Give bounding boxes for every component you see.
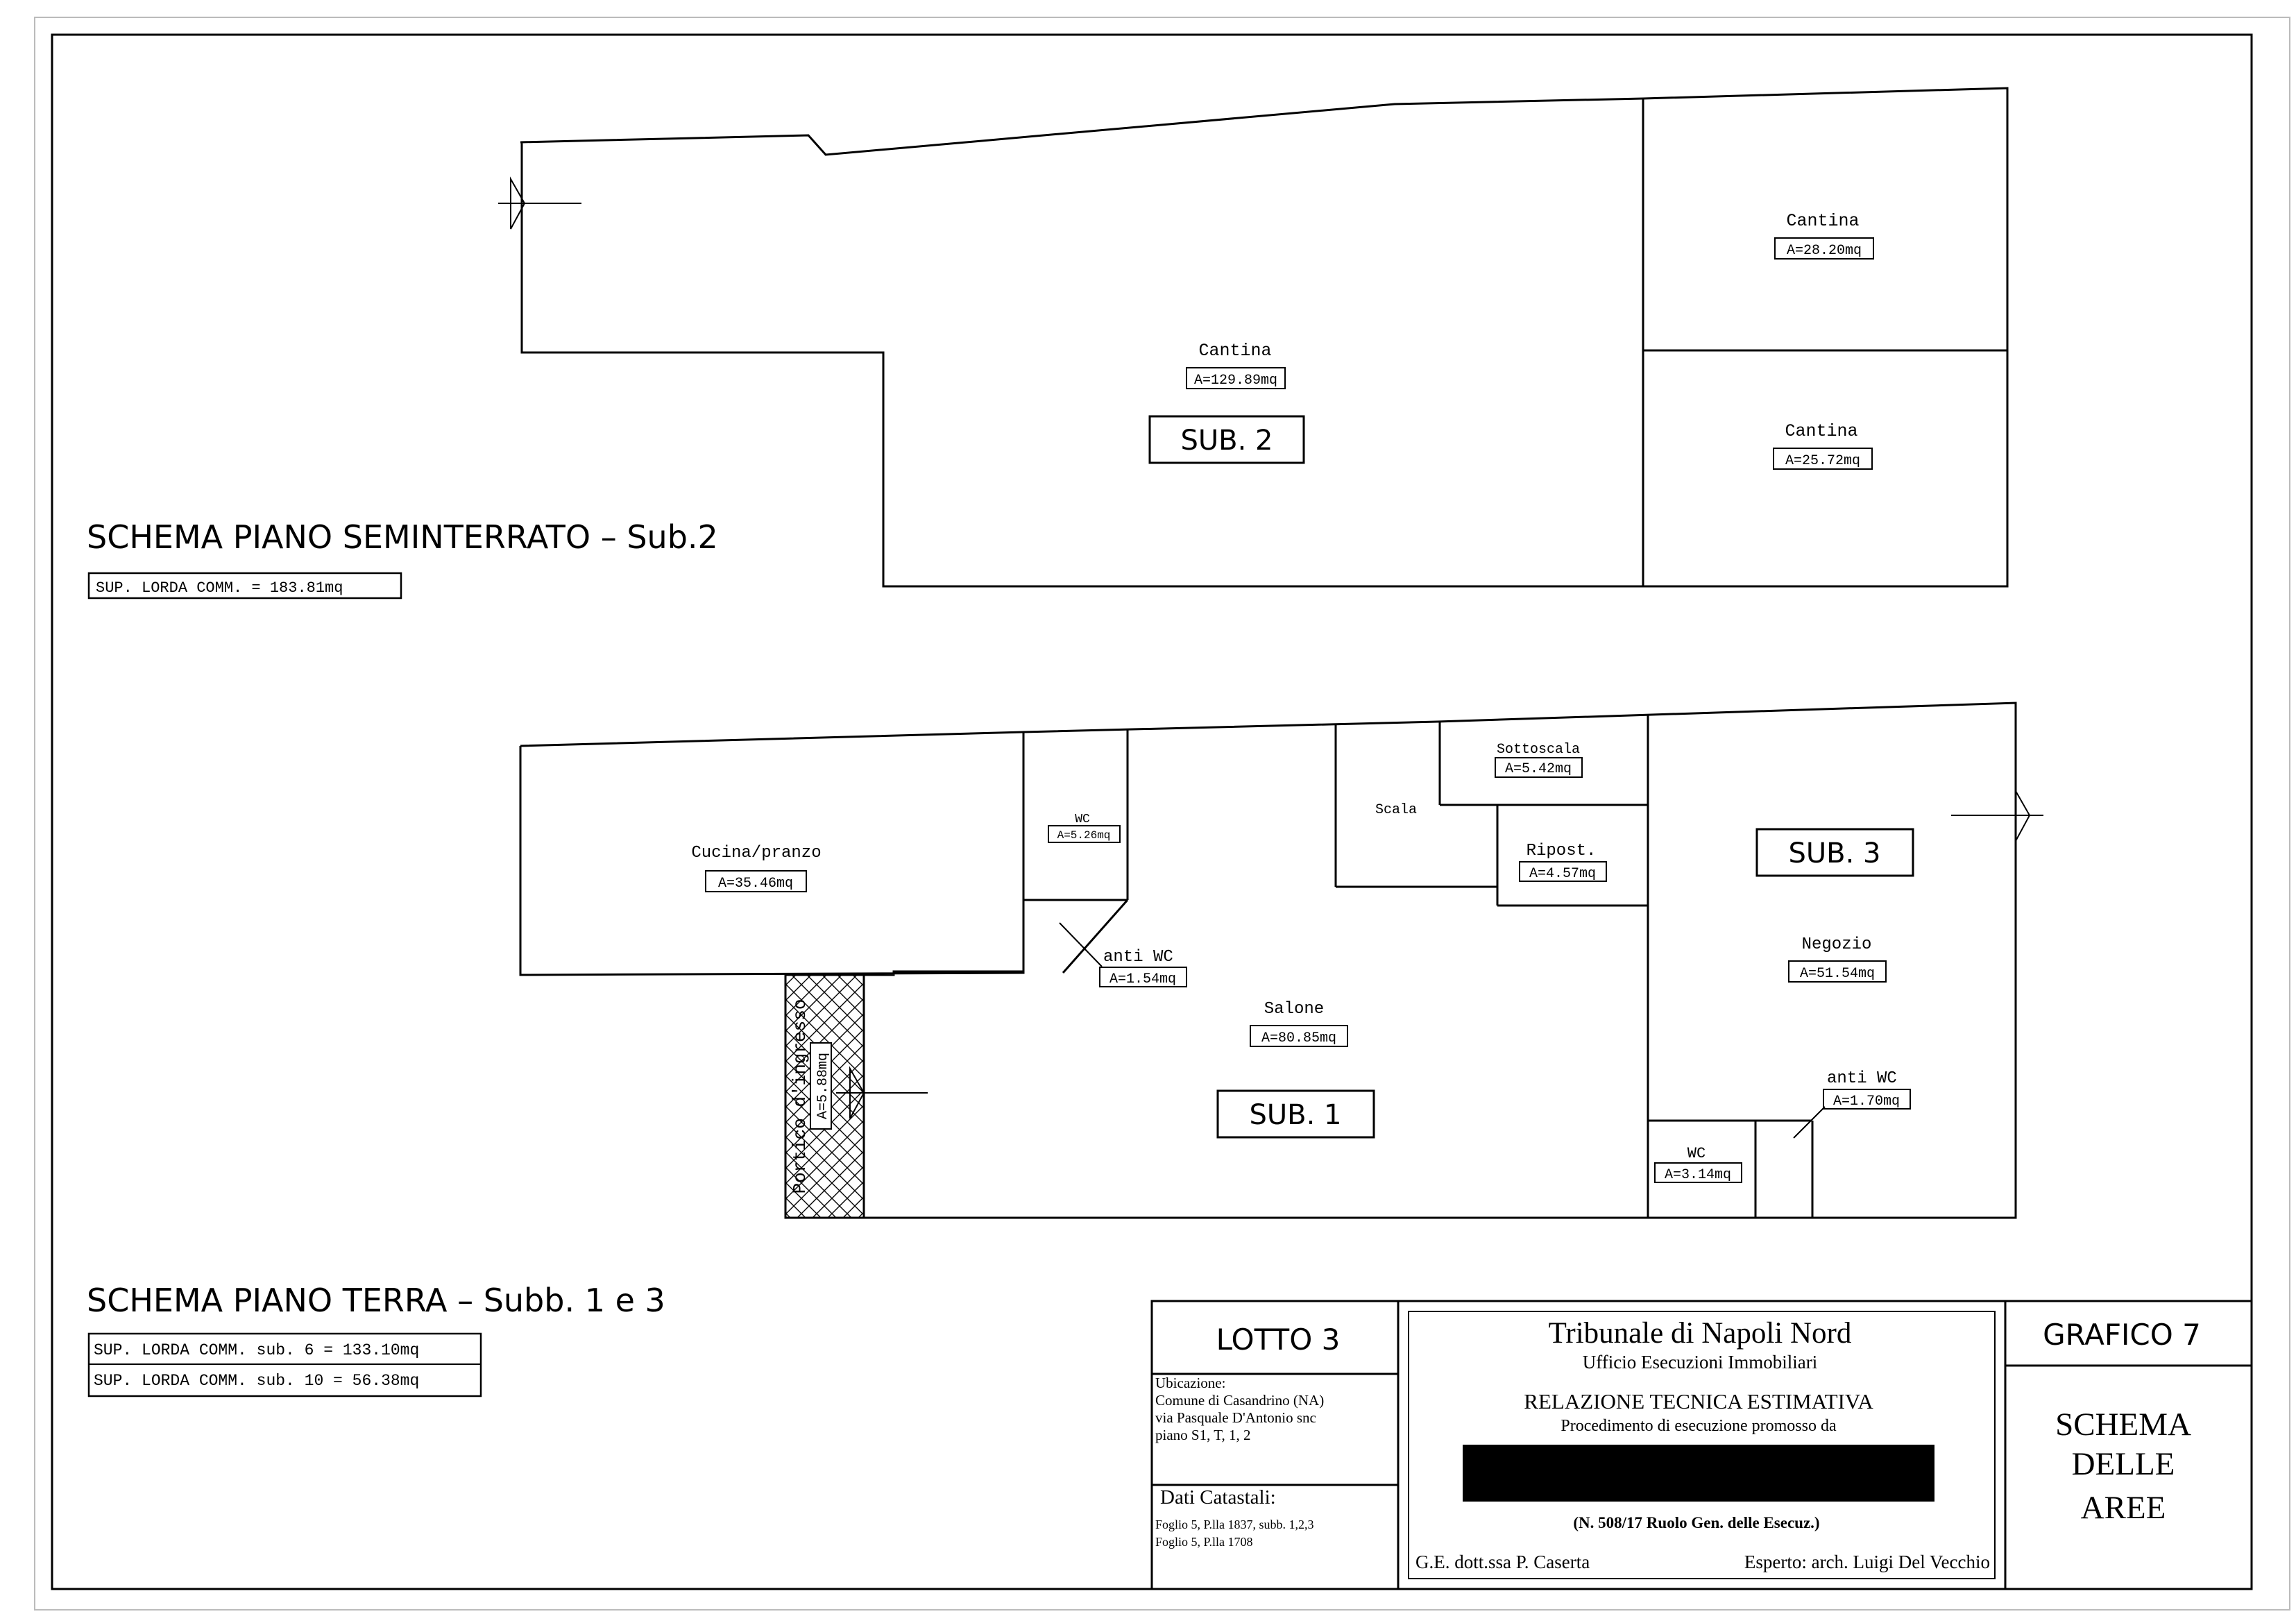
terra-sup-line-2: SUP. LORDA COMM. sub. 10 = 56.38mq — [94, 1372, 419, 1390]
sub3-label-box — [1755, 828, 1914, 877]
sub2-label-box — [1148, 415, 1305, 464]
terra-labels: Cucina/pranzo A=35.46mq WC A=5.26mq anti… — [87, 742, 1914, 1397]
semi-room-cantina2-area-box — [1774, 237, 1874, 260]
terra-room-scala-name: Scala — [1375, 802, 1417, 818]
terra-room-negozio-area-box — [1788, 960, 1887, 983]
plan-terra — [519, 702, 2043, 1219]
sub1-label-box — [1216, 1089, 1375, 1139]
esperto-text: Esperto: arch. Luigi Del Vecchio — [1744, 1552, 1990, 1572]
terra-room-wc1-area-box — [1048, 825, 1121, 843]
semi-arrow-icon — [510, 176, 526, 230]
tribunale-name: Tribunale di Napoli Nord — [1549, 1317, 1852, 1350]
terra-room-ripost-area-box — [1519, 861, 1607, 882]
terra-room-ripost-name: Ripost. — [1527, 842, 1597, 860]
ufficio-name: Ufficio Esecuzioni Immobiliari — [1583, 1352, 1817, 1373]
semi-sup-text: SUP. LORDA COMM. = 183.81mq — [96, 579, 343, 597]
terra-room-antiwc1-name: anti WC — [1103, 948, 1173, 967]
semi-room-cantina3-area-box — [1773, 448, 1873, 470]
sub1-label: SUB. 1 — [1250, 1099, 1342, 1131]
sub2-label: SUB. 2 — [1181, 425, 1273, 457]
ubicazione-line-1: Ubicazione: — [1155, 1375, 1225, 1391]
terra-room-portico-name: Portico d'ingresso — [790, 999, 810, 1194]
semi-room-cantina2-name: Cantina — [1786, 211, 1859, 231]
title-block: LOTTO 3 Ubicazione: Comune di Casandrino… — [1150, 1300, 2253, 1590]
outer-frame — [34, 17, 2290, 1611]
ubicazione-line-2: Comune di Casandrino (NA) — [1155, 1392, 1324, 1409]
terra-leader-antiwc2 — [1793, 1106, 1826, 1139]
semi-title: SCHEMA PIANO SEMINTERRATO – Sub.2 — [87, 518, 718, 556]
terra-room-portico-area: A=5.88mq — [815, 1053, 831, 1119]
terra-room-cucina-area: A=35.46mq — [718, 876, 793, 892]
terra-room-sottoscala-area-box — [1495, 757, 1583, 778]
terra-leader-antiwc1 — [1059, 922, 1103, 967]
semi-room-cantina2-area: A=28.20mq — [1787, 243, 1862, 259]
relazione-title: RELAZIONE TECNICA ESTIMATIVA — [1524, 1389, 1873, 1413]
terra-room-cucina-name: Cucina/pranzo — [691, 844, 821, 863]
terra-arrow-left-icon — [849, 1066, 865, 1119]
terra-room-wc2-area: A=3.14mq — [1665, 1167, 1731, 1183]
terra-wall-antiwc-diag — [1062, 899, 1129, 974]
grafico-label: GRAFICO 7 — [2043, 1318, 2201, 1352]
schema-line-2: DELLE — [2072, 1446, 2175, 1482]
title-block-inner-frame — [1408, 1311, 1996, 1579]
ubicazione-line-4: piano S1, T, 1, 2 — [1155, 1427, 1250, 1443]
schema-line-1: SCHEMA — [2055, 1407, 2191, 1443]
semi-room-cantina3-area: A=25.72mq — [1785, 453, 1860, 469]
semi-labels: Cantina A=129.89mq SUB. 2 Cantina A=28.2… — [87, 211, 1874, 600]
semi-room-cantina3-name: Cantina — [1785, 421, 1857, 441]
ruolo-text: (N. 508/17 Ruolo Gen. delle Esecuz.) — [1573, 1514, 1819, 1531]
semi-room-cantina-area: A=129.89mq — [1194, 373, 1277, 389]
terra-room-wc2-name: WC — [1687, 1145, 1706, 1162]
terra-room-salone-area-box — [1250, 1025, 1348, 1047]
terra-arrow-right-icon — [2015, 788, 2031, 842]
procedimento-text: Procedimento di esecuzione promosso da — [1561, 1417, 1837, 1435]
redacted-block — [1463, 1445, 1934, 1502]
terra-room-cucina-area-box — [705, 870, 807, 892]
plan-seminterrato — [498, 87, 2009, 588]
terra-sup-line-1: SUP. LORDA COMM. sub. 6 = 133.10mq — [94, 1341, 419, 1359]
lotto-label: LOTTO 3 — [1216, 1323, 1341, 1357]
dati-catastali-line-1: Foglio 5, P.lla 1837, subb. 1,2,3 — [1155, 1518, 1314, 1531]
terra-title: SCHEMA PIANO TERRA – Subb. 1 e 3 — [87, 1282, 665, 1319]
terra-room-salone-name: Salone — [1264, 1000, 1324, 1019]
terra-room-antiwc1-area-box — [1099, 967, 1187, 987]
terra-room-salone-area: A=80.85mq — [1261, 1030, 1336, 1046]
schema-line-3: AREE — [2081, 1490, 2166, 1526]
terra-room-sottoscala-name: Sottoscala — [1497, 742, 1580, 758]
terra-room-negozio-name: Negozio — [1802, 935, 1872, 954]
semi-sup-box — [87, 572, 402, 600]
terra-room-antiwc2-area-box — [1823, 1089, 1911, 1110]
ge-text: G.E. dott.ssa P. Caserta — [1415, 1552, 1590, 1572]
terra-room-antiwc1-area: A=1.54mq — [1109, 971, 1176, 987]
terra-room-wc2-area-box — [1654, 1162, 1742, 1183]
terra-room-wc1-name: WC — [1075, 813, 1090, 826]
semi-outline — [520, 87, 2009, 588]
terra-room-antiwc2-area: A=1.70mq — [1833, 1094, 1900, 1110]
dati-catastali-line-2: Foglio 5, P.lla 1708 — [1155, 1535, 1253, 1549]
terra-room-negozio-area: A=51.54mq — [1800, 966, 1875, 982]
terra-room-sottoscala-area: A=5.42mq — [1505, 761, 1572, 777]
title-block-frame — [1150, 1300, 2253, 1590]
terra-room-ripost-area: A=4.57mq — [1529, 866, 1596, 882]
terra-room-wc1-area: A=5.26mq — [1057, 829, 1111, 842]
dati-catastali-title: Dati Catastali: — [1160, 1486, 1276, 1509]
terra-room-antiwc2-name: anti WC — [1827, 1069, 1897, 1088]
semi-room-cantina-area-box — [1186, 367, 1286, 389]
sub3-label: SUB. 3 — [1789, 838, 1881, 869]
ubicazione-line-3: via Pasquale D'Antonio snc — [1155, 1409, 1316, 1426]
semi-room-cantina-name: Cantina — [1198, 341, 1271, 361]
terra-room-portico-area-box — [810, 1042, 832, 1130]
